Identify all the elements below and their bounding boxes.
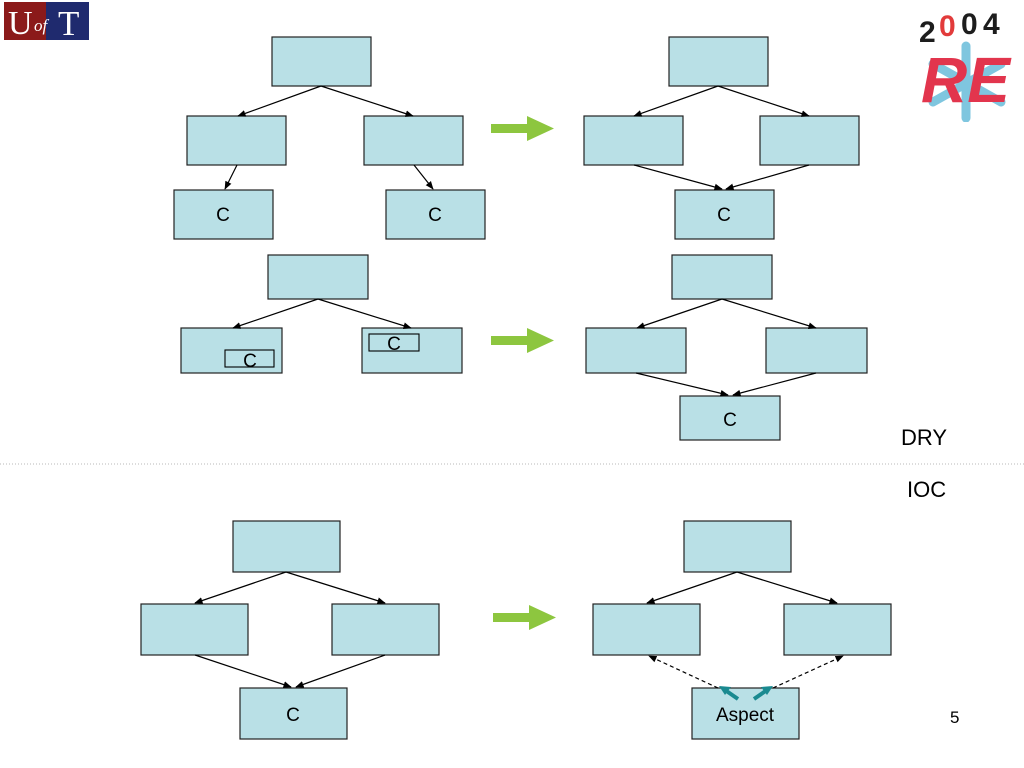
uoft-logo: U of T <box>4 2 89 40</box>
row3-right-aspect-box <box>691 687 800 740</box>
dashed-edge <box>772 655 844 689</box>
row3-left-child-b-box <box>331 603 440 656</box>
svg-text:T: T <box>58 4 79 40</box>
row2-right-child-b-box <box>765 327 868 374</box>
row3-left-child-a-box <box>140 603 249 656</box>
row3-right-diagram: Aspect <box>592 520 892 740</box>
edge <box>633 164 723 191</box>
row2-left-diagram: C C <box>180 254 463 374</box>
re-2004-logo: 2 0 0 4 RE <box>919 8 1012 122</box>
row3-left-c-label: C <box>286 705 300 726</box>
edge <box>633 85 719 117</box>
transform-arrow-3 <box>493 605 556 630</box>
edge <box>317 298 412 329</box>
row2-right-c-box <box>679 395 781 441</box>
row1-right-child-a-box <box>583 115 684 166</box>
row2-left-inner-c-a <box>224 349 275 368</box>
row1-left-c-box-a <box>173 189 274 240</box>
edge <box>717 85 810 117</box>
row1-left-root-box <box>271 36 372 87</box>
row1-left-child-a-box <box>186 115 287 166</box>
row2-left-inner-c-b <box>368 333 420 352</box>
edge <box>636 298 723 329</box>
dry-label: DRY <box>901 425 948 450</box>
dashed-edge <box>648 655 719 689</box>
row2-left-c-label-b: C <box>387 334 401 355</box>
edge <box>285 571 386 604</box>
row1-right-root-box <box>668 36 769 87</box>
row3-right-aspect-label: Aspect <box>716 705 775 726</box>
edge <box>194 571 287 604</box>
row2-right-child-a-box <box>585 327 687 374</box>
svg-text:2: 2 <box>919 16 936 49</box>
row1-right-c-box <box>674 189 775 240</box>
edge <box>232 298 319 329</box>
edge <box>224 164 238 190</box>
edge <box>721 298 817 329</box>
svg-text:4: 4 <box>983 8 1000 41</box>
row2-right-c-label: C <box>723 410 737 431</box>
row3-right-child-b-box <box>783 603 892 656</box>
edge <box>237 85 322 117</box>
row2-left-root-box <box>267 254 369 300</box>
edge <box>635 372 729 397</box>
svg-text:0: 0 <box>961 8 978 41</box>
transform-arrow-2 <box>491 328 554 353</box>
transform-arrow-1 <box>491 116 554 141</box>
row1-left-diagram: C C <box>173 36 486 240</box>
row1-left-c-box-b <box>385 189 486 240</box>
row2-right-root-box <box>671 254 773 300</box>
row3-left-c-box <box>239 687 348 740</box>
edge <box>646 571 738 604</box>
row1-right-child-b-box <box>759 115 860 166</box>
row3-right-child-a-box <box>592 603 701 656</box>
row3-right-root-box <box>683 520 792 573</box>
edge <box>413 164 434 190</box>
row3-left-diagram: C <box>140 520 440 740</box>
svg-text:RE: RE <box>921 44 1012 116</box>
edge <box>725 164 810 191</box>
edge <box>194 654 292 688</box>
row2-right-diagram: C <box>585 254 868 441</box>
row1-right-diagram: C <box>583 36 860 240</box>
row1-right-c-label: C <box>717 205 731 226</box>
svg-text:0: 0 <box>939 10 956 43</box>
edge <box>732 372 817 397</box>
ioc-label: IOC <box>907 477 947 502</box>
svg-text:U: U <box>8 5 33 40</box>
row1-left-c-label-b: C <box>428 205 442 226</box>
page-number: 5 <box>950 708 960 727</box>
svg-text:of: of <box>34 16 50 35</box>
edge <box>736 571 838 604</box>
aspect-weave-arrows <box>719 686 773 701</box>
row2-left-c-label-a: C <box>243 351 257 372</box>
edge <box>320 85 414 117</box>
edge <box>295 654 386 688</box>
row1-left-c-label-a: C <box>216 205 230 226</box>
row3-left-root-box <box>232 520 341 573</box>
row1-left-child-b-box <box>363 115 464 166</box>
